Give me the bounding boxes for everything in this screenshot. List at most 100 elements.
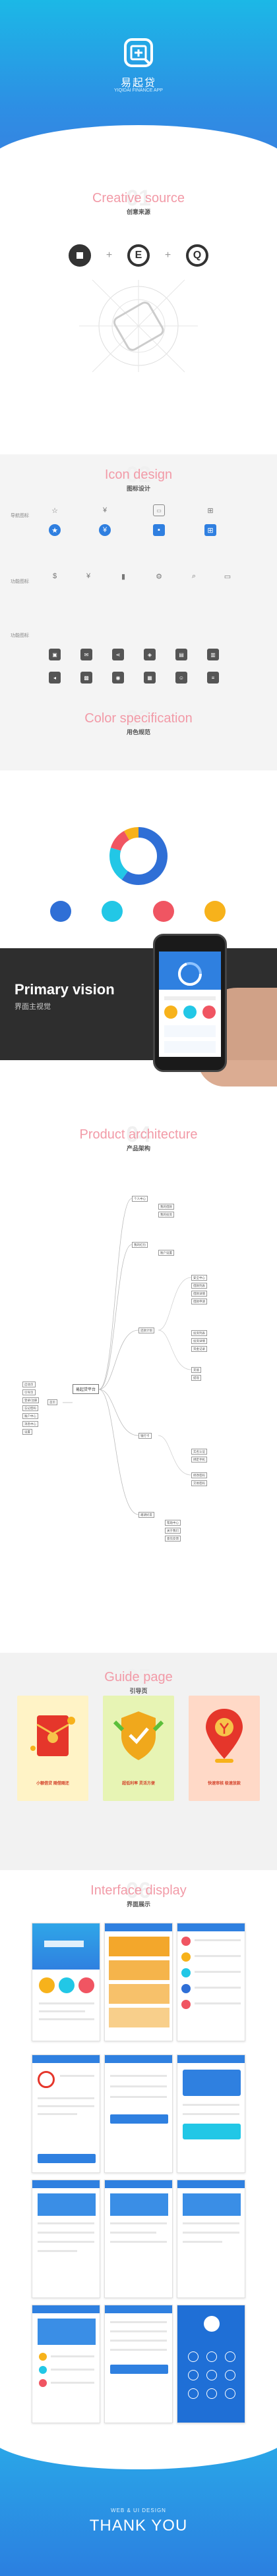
screen-home [32, 1923, 100, 2041]
arch-left-node: 登录/注册 [22, 1397, 40, 1403]
arch-branch-node: 关于我们 [165, 1528, 181, 1534]
arch-branch-node: 资金记录 [191, 1346, 207, 1352]
red-envelope-icon [30, 1715, 75, 1756]
section-number: 01 [126, 186, 151, 211]
screen-settings [104, 2305, 173, 2423]
arch-left-node: 忘记密码 [22, 1405, 38, 1411]
arch-branch-node: 交易密码 [191, 1480, 207, 1486]
list-icon: ≡ [207, 672, 219, 684]
plus-icon: + [164, 250, 171, 261]
section-title-en: Guide page [104, 1670, 173, 1684]
arch-branch-node: 投资详情 [191, 1338, 207, 1344]
logo-construction-sketch [79, 279, 198, 373]
share-icon: ⋖ [112, 649, 124, 660]
star-filled-icon: ★ [49, 524, 61, 536]
user-icon: ☺ [175, 672, 187, 684]
section-interface-title: 06 Interface display 界面展示 [0, 1878, 277, 1908]
icon-design-band: 02 Icon design 图标设计 导航图标 ☆ ¥ ▭ ⊞ ★ ¥ ▪ ⊞… [0, 454, 277, 770]
section-title-cn: 图标设计 [126, 485, 150, 492]
arch-branch-node: 银行卡 [138, 1433, 152, 1439]
app-logo-icon [124, 38, 153, 67]
yen-filled-icon: ¥ [99, 524, 111, 536]
vision-subtitle: 界面主视觉 [15, 1003, 51, 1011]
arch-left-node: 启动页 [22, 1382, 36, 1387]
yen-outline-icon: ¥ [102, 506, 108, 514]
app-name: 易起贷 [120, 78, 156, 89]
function-icons-label-2: 功能图标 [11, 633, 29, 638]
swatch-yellow [204, 901, 226, 922]
wallet-icon: ▭ [153, 504, 165, 516]
vision-title: Primary vision [15, 981, 115, 998]
gear-icon: ⚙ [156, 572, 162, 581]
screen-loan-detail [32, 2054, 100, 2173]
screen-account [32, 2180, 100, 2298]
source-e-icon: E [127, 244, 150, 267]
hero-wave [0, 125, 277, 178]
section-number: 03 [126, 706, 151, 731]
swatch-cyan [102, 901, 123, 922]
guide-caption: 快速审核 极速放款 [208, 1782, 241, 1786]
shield-check-icon [113, 1711, 164, 1760]
architecture-hub: 首页 [47, 1399, 57, 1405]
arch-branch-node: 修改密码 [191, 1472, 207, 1478]
function-icons-label: 功能图标 [11, 579, 29, 584]
section-title-en: Color specification [84, 711, 193, 726]
phone-screen [159, 952, 221, 1057]
wallet-filled-icon: ▪ [153, 524, 165, 536]
source-square-icon [69, 244, 91, 267]
money-bag-yen-icon: ¥ [86, 572, 91, 580]
arch-branch-node: 提现 [191, 1375, 201, 1381]
phone-mockup [153, 934, 227, 1072]
bar-chart-icon: ▮ [121, 572, 126, 581]
architecture-root: 易起贷平台 [73, 1384, 100, 1394]
guide-card-3: 快速审核 极速放款 [189, 1696, 260, 1801]
section-creative-title: 01 Creative source 创意来源 [0, 186, 277, 216]
screen-profile [32, 2305, 100, 2423]
section-icon-title: 02 Icon design 图标设计 [0, 462, 277, 493]
section-title-cn: 产品架构 [126, 1145, 150, 1152]
guide-caption: 超低利率 灵活方便 [122, 1782, 155, 1786]
arch-branch-node: 借款申请 [191, 1299, 207, 1304]
footer-subtitle: WEB & UI DESIGN [111, 2508, 166, 2513]
arch-branch-node: 个人中心 [132, 1196, 148, 1202]
shield-icon: ◈ [144, 649, 156, 660]
arch-branch-node: 绑定手机 [191, 1457, 207, 1462]
arch-branch-node: 账户设置 [158, 1250, 174, 1256]
money-bag-icon: $ [52, 572, 57, 580]
arch-left-node: 账户中心 [22, 1413, 38, 1419]
section-guide-title: 05 Guide page 引导页 [0, 1665, 277, 1695]
guide-caption: 小额借贷 随借随还 [36, 1782, 69, 1786]
screen-loan-list [104, 1923, 173, 2041]
arch-branch-node: 投资列表 [191, 1330, 207, 1336]
cube-icon: ▣ [49, 649, 61, 660]
arch-branch-node: 实名认证 [191, 1449, 207, 1455]
swatch-blue [50, 901, 71, 922]
plus-icon: + [106, 250, 113, 261]
screen-records [177, 2180, 245, 2298]
architecture-connectors [63, 1198, 192, 1515]
arch-branch-node: 安全中心 [191, 1275, 207, 1281]
section-title-cn: 引导页 [129, 1688, 148, 1694]
grid-icon: ⊞ [207, 506, 214, 515]
primary-vision-band: Primary vision 界面主视觉 [0, 934, 277, 1087]
progress-ring-icon [178, 962, 202, 986]
section-color-title: 03 Color specification 用色规范 [0, 706, 277, 736]
arch-branch-node: 我的红包 [132, 1242, 148, 1248]
section-number: 05 [126, 1665, 151, 1690]
bell-icon: ◉ [112, 672, 124, 684]
color-ratio-donut [109, 827, 168, 885]
arch-branch-node: 借款详情 [191, 1291, 207, 1297]
screen-invest [104, 2180, 173, 2298]
hero-banner: 易起贷 YIQIDAI FINANCE APP [0, 0, 277, 178]
nav-icons-label: 导航图标 [11, 514, 29, 518]
arch-branch-node: 邀请好友 [138, 1512, 154, 1518]
back-icon: ◂ [49, 672, 61, 684]
document-icon: ▥ [207, 649, 219, 660]
section-title-en: Product architecture [79, 1127, 198, 1142]
arch-left-node: 设置 [22, 1429, 32, 1435]
section-title-cn: 用色规范 [126, 729, 150, 736]
section-title-en: Interface display [90, 1883, 187, 1898]
arch-branch-node: 还款计划 [138, 1328, 154, 1333]
screen-repay [177, 2054, 245, 2173]
section-title-en: Icon design [104, 468, 173, 482]
